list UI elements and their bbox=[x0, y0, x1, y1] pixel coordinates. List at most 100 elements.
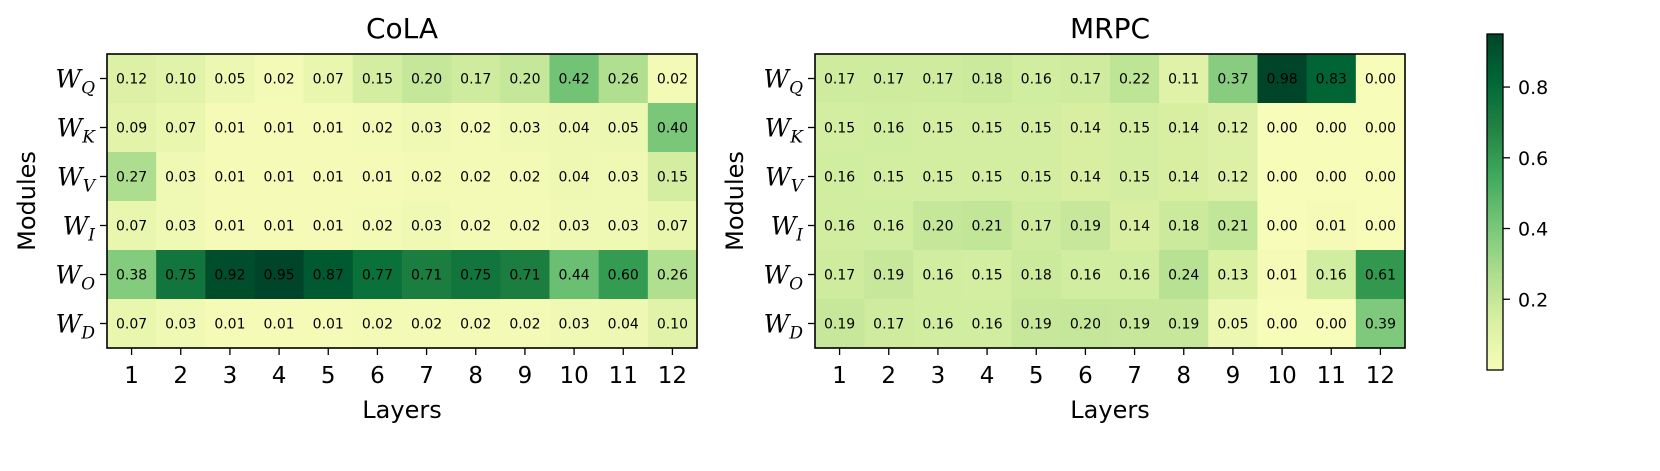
heatmap-cell bbox=[864, 299, 914, 349]
row-label-subscript: D bbox=[80, 324, 95, 344]
panel-frame bbox=[814, 53, 1406, 349]
cell-value-label: 0.01 bbox=[1266, 268, 1297, 284]
heatmap-cell bbox=[254, 250, 305, 300]
cell-value-label: 0.20 bbox=[411, 72, 442, 88]
heatmap-cell bbox=[1355, 201, 1406, 251]
cell-value-label: 0.12 bbox=[116, 72, 147, 88]
row-label-subscript: V bbox=[83, 177, 97, 197]
heatmap-cell bbox=[1060, 299, 1111, 349]
cell-value-label: 0.16 bbox=[873, 219, 904, 235]
y-tick-label: WD bbox=[764, 310, 804, 344]
panel-title: CoLA bbox=[366, 12, 438, 45]
cell-value-label: 0.03 bbox=[608, 219, 639, 235]
x-tick-label: 8 bbox=[468, 363, 483, 389]
cell-value-label: 0.16 bbox=[824, 219, 855, 235]
cell-value-label: 0.17 bbox=[824, 72, 855, 88]
y-tick-label: WI bbox=[63, 212, 96, 246]
cell-value-label: 0.75 bbox=[460, 268, 491, 284]
x-tick-label: 3 bbox=[223, 363, 238, 389]
y-axis-label: Modules bbox=[721, 151, 749, 251]
heatmap-cell bbox=[1306, 201, 1357, 251]
cell-value-label: 0.16 bbox=[1070, 268, 1101, 284]
heatmap-cell bbox=[598, 152, 649, 202]
heatmap-cell bbox=[1306, 103, 1357, 153]
row-label-main: W bbox=[57, 114, 85, 143]
cell-value-label: 0.04 bbox=[558, 121, 589, 137]
cell-value-label: 0.02 bbox=[460, 170, 491, 186]
cell-value-label: 0.02 bbox=[362, 317, 393, 333]
y-tick-label: WQ bbox=[55, 65, 95, 99]
cell-value-label: 0.20 bbox=[922, 219, 953, 235]
cell-value-label: 0.01 bbox=[263, 219, 294, 235]
cell-value-label: 0.17 bbox=[460, 72, 491, 88]
y-tick-label: WQ bbox=[763, 65, 803, 99]
cell-value-label: 0.75 bbox=[165, 268, 196, 284]
heatmap-cell bbox=[1060, 54, 1111, 104]
cell-value-label: 0.00 bbox=[1266, 170, 1297, 186]
cell-value-label: 0.19 bbox=[1021, 317, 1052, 333]
heatmap-cell bbox=[598, 54, 649, 104]
cell-value-label: 0.16 bbox=[1021, 72, 1052, 88]
cell-value-label: 0.05 bbox=[214, 72, 245, 88]
heatmap-cell bbox=[303, 152, 354, 202]
cell-value-label: 0.15 bbox=[824, 121, 855, 137]
heatmap-cell bbox=[549, 54, 600, 104]
cell-value-label: 0.60 bbox=[608, 268, 639, 284]
cell-value-label: 0.20 bbox=[509, 72, 540, 88]
y-axis-label: Modules bbox=[13, 151, 41, 251]
heatmap-cell bbox=[500, 299, 551, 349]
x-tick-label: 10 bbox=[559, 363, 588, 389]
heatmap-cell bbox=[913, 201, 964, 251]
x-tick-label: 4 bbox=[980, 363, 995, 389]
heatmap-cell bbox=[962, 299, 1013, 349]
heatmap-cell bbox=[647, 54, 698, 104]
row-label-main: W bbox=[56, 310, 84, 339]
row-label-main: W bbox=[771, 212, 799, 241]
x-tick-label: 11 bbox=[609, 363, 638, 389]
heatmap-cell bbox=[352, 54, 403, 104]
cell-value-label: 0.01 bbox=[362, 170, 393, 186]
row-label-subscript: Q bbox=[81, 79, 95, 99]
heatmap-cell bbox=[815, 299, 865, 349]
row-label-subscript: I bbox=[795, 226, 803, 246]
cell-value-label: 0.71 bbox=[509, 268, 540, 284]
cell-value-label: 0.37 bbox=[1217, 72, 1248, 88]
cell-value-label: 0.16 bbox=[1119, 268, 1150, 284]
cell-value-label: 0.16 bbox=[922, 317, 953, 333]
heatmap-cell bbox=[864, 250, 914, 300]
heatmap-cell bbox=[864, 152, 914, 202]
y-tick-label: WO bbox=[55, 261, 95, 295]
cell-value-label: 0.18 bbox=[971, 72, 1002, 88]
heatmap-cell bbox=[500, 152, 551, 202]
heatmap-cell bbox=[913, 250, 964, 300]
heatmap-cell bbox=[402, 201, 452, 251]
heatmap-cell bbox=[156, 103, 206, 153]
cell-value-label: 0.01 bbox=[313, 170, 344, 186]
heatmap-cell bbox=[1208, 152, 1259, 202]
heatmap-cell bbox=[1257, 250, 1308, 300]
x-tick-label: 1 bbox=[124, 363, 139, 389]
x-tick-label: 1 bbox=[832, 363, 847, 389]
cell-value-label: 0.00 bbox=[1316, 317, 1347, 333]
row-label-subscript: K bbox=[81, 128, 96, 148]
heatmap-cell bbox=[647, 299, 698, 349]
y-tick-label: WK bbox=[765, 114, 805, 148]
heatmap-cell bbox=[647, 152, 698, 202]
heatmap-cell bbox=[1208, 54, 1259, 104]
row-label-subscript: D bbox=[788, 324, 803, 344]
cell-value-label: 0.01 bbox=[263, 170, 294, 186]
heatmap-cell bbox=[402, 103, 452, 153]
heatmap-cell bbox=[402, 250, 452, 300]
cell-value-label: 0.15 bbox=[971, 121, 1002, 137]
x-tick-label: 5 bbox=[1029, 363, 1044, 389]
heatmap-cell bbox=[402, 54, 452, 104]
heatmap-cell bbox=[107, 54, 157, 104]
cell-value-label: 0.77 bbox=[362, 268, 393, 284]
heatmap-cell bbox=[598, 201, 649, 251]
x-axis-label: Layers bbox=[362, 396, 441, 424]
heatmap-cell bbox=[549, 250, 600, 300]
heatmap-cell bbox=[352, 103, 403, 153]
cell-value-label: 0.17 bbox=[824, 268, 855, 284]
heatmap-cell bbox=[962, 54, 1013, 104]
